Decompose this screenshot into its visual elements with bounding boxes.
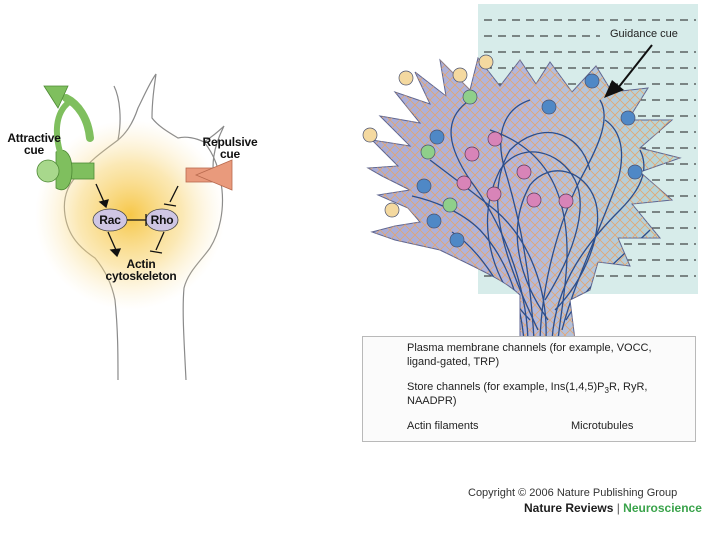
legend-store-post: R, RyR, [608,381,648,393]
turn-arrow-icon [43,85,94,142]
legend-microtubules-label: Microtubules [571,420,634,432]
actin-line1: Actin [126,257,156,271]
legend-plasma-line2: ligand-gated, TRP) [407,356,500,368]
legend-store-line1: Store channels (for example, Ins(1,4,5)P… [407,381,647,397]
repulsive-cue-icon [185,159,233,191]
actin-line2: cytoskeleton [105,269,177,283]
guidance-cue-label: Guidance cue [610,28,678,40]
store-channels [456,131,574,209]
journal-brand: Nature Reviews | Neuroscience [524,501,702,515]
actin-cytoskeleton-label: Actin cytoskeleton [96,258,186,282]
rac-label: Rac [99,213,121,227]
attractive-cue-line1: Attractive [7,131,61,145]
rho-label: Rho [150,213,174,227]
copyright-text: Copyright © 2006 Nature Publishing Group [468,487,678,499]
attractive-cue-line2: cue [23,143,45,157]
legend-store-sub: 3 [604,386,609,396]
legend-plasma-line1: Plasma membrane channels (for example, V… [407,342,652,354]
repulsive-cue-line1: Repulsive [202,135,258,149]
legend-actin-label: Actin filaments [407,420,479,432]
plasma-membrane-channels [362,54,643,248]
repulsive-cue-line2: cue [219,147,241,161]
attractive-cue-label: Attractive cue [4,132,64,156]
pathway-arrows [95,183,179,258]
journal-name: Nature Reviews [524,501,614,515]
legend-store-pre: Store channels (for example, Ins(1,4,5)P [407,381,605,393]
journal-separator: | [613,501,624,515]
legend-store-line2: NAADPR) [407,395,457,407]
left-growth-cone [35,73,225,381]
legend-box: Plasma membrane channels (for example, V… [362,336,696,442]
journal-section: Neuroscience [623,501,702,515]
repulsive-cue-label: Repulsive cue [198,136,262,160]
guidance-cue-arrow-icon [604,44,653,98]
